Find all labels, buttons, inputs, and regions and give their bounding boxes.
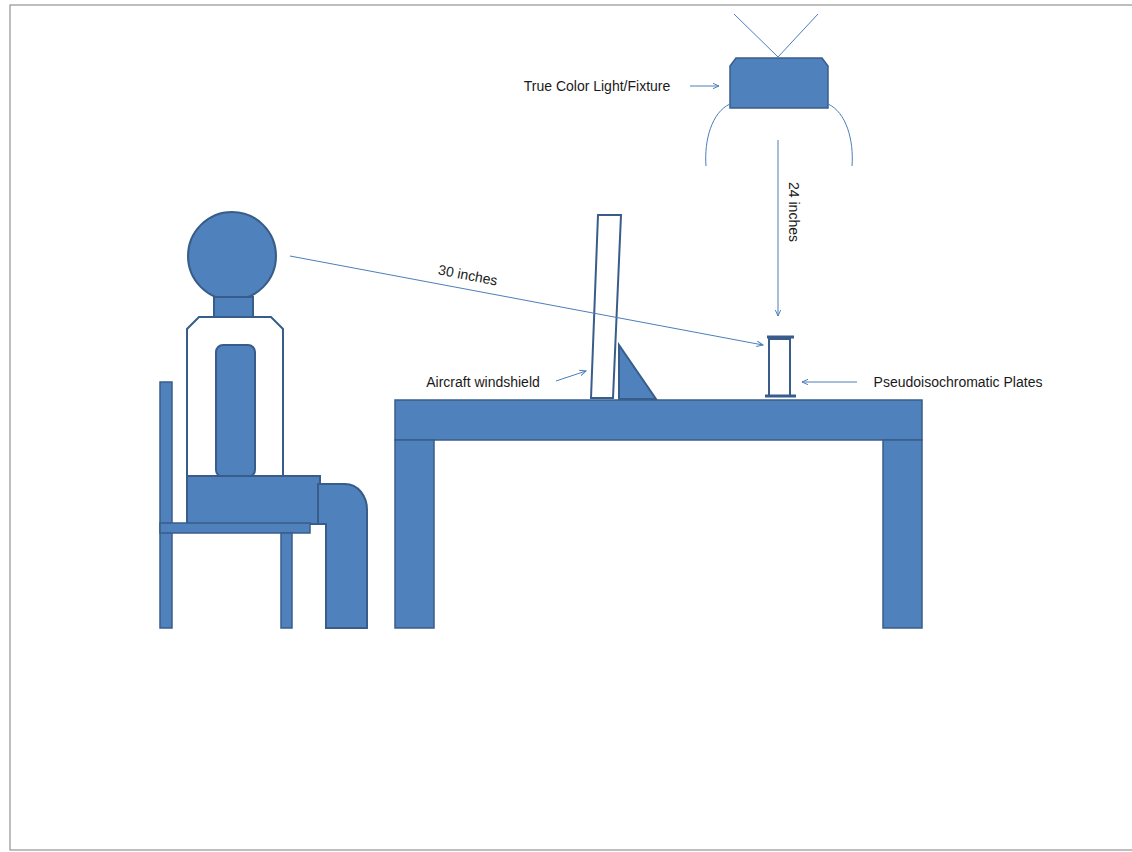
- leader-arrows: [290, 86, 857, 382]
- pseudoisochromatic-plates: [765, 337, 796, 396]
- frame: [10, 5, 1132, 850]
- dimension-label: 30 inches: [435, 261, 501, 289]
- windshield-label: Aircraft windshield: [424, 374, 542, 390]
- plates-label: Pseudoisochromatic Plates: [872, 374, 1045, 390]
- light-fixture: [706, 14, 853, 166]
- chair: [160, 382, 310, 628]
- seated-person: [187, 212, 367, 628]
- fixture-label: True Color Light/Fixture: [522, 78, 673, 94]
- aircraft-windshield: [591, 215, 656, 399]
- table: [395, 400, 922, 628]
- dimension-label: 24 inches: [786, 180, 802, 244]
